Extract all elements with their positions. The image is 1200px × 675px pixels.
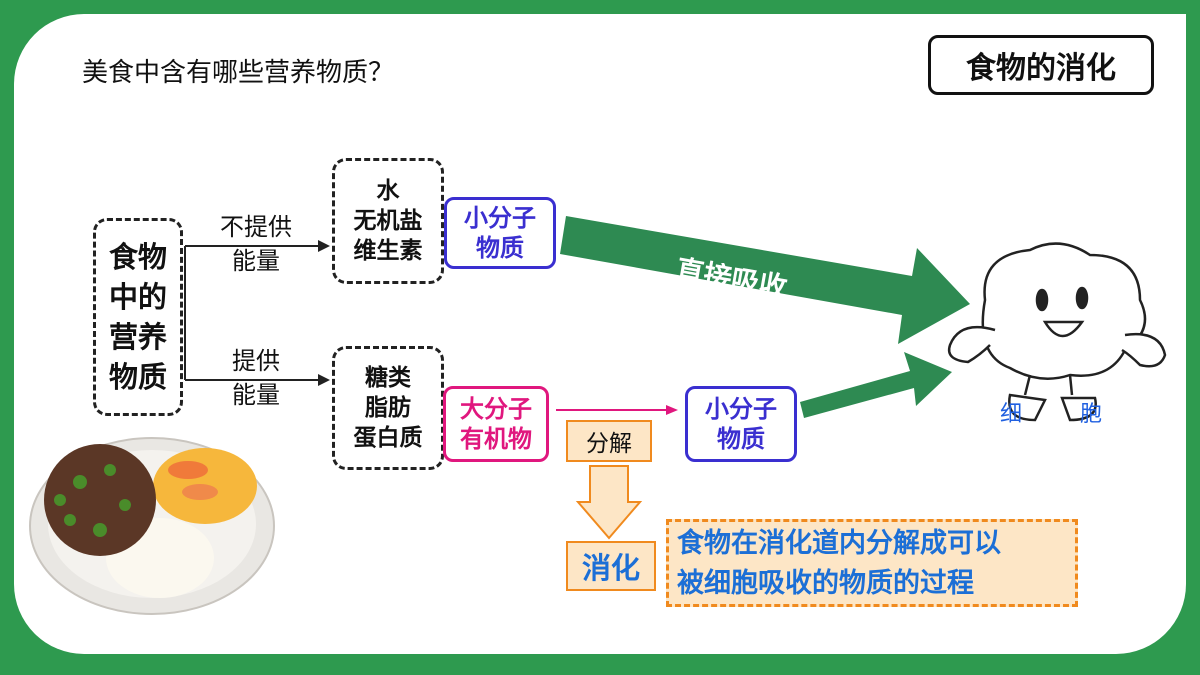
branch-top-label: 不提供 能量 <box>206 210 306 278</box>
digest-down-arrow <box>575 465 643 540</box>
small-molecule-top-line: 物质 <box>476 234 524 262</box>
water-group-item: 水 <box>376 178 400 204</box>
definition-line: 食物在消化道内分解成可以 <box>677 528 1001 559</box>
branch-bottom-line1: 提供 <box>232 347 280 375</box>
sugar-group-box: 糖类 脂肪 蛋白质 <box>332 346 444 470</box>
cell-cartoon-image <box>947 242 1167 422</box>
big-molecule-line: 有机物 <box>460 425 532 453</box>
question-text: 美食中含有哪些营养物质？ <box>82 58 395 88</box>
food-nutrients-box: 食物 中的 营养 物质 <box>93 218 183 416</box>
branch-bottom-label: 提供 能量 <box>206 344 306 412</box>
direct-absorb-arrow <box>560 216 970 344</box>
sugar-group-item: 脂肪 <box>365 395 411 421</box>
sugar-group-item: 蛋白质 <box>353 425 423 451</box>
small-molecule-top-line: 小分子 <box>464 204 536 232</box>
food-nutrients-line: 物质 <box>108 360 167 394</box>
decompose-label: 分解 <box>566 420 652 462</box>
big-molecule-line: 大分子 <box>460 395 532 423</box>
sugar-group-item: 糖类 <box>365 365 411 391</box>
small-molecule-bottom-line: 小分子 <box>705 395 777 423</box>
food-plate-image <box>29 437 275 615</box>
digestion-label: 消化 <box>566 541 656 591</box>
magenta-arrowhead <box>666 405 678 415</box>
arrowhead-bottom <box>318 374 330 386</box>
food-nutrients-line: 营养 <box>108 320 167 354</box>
digestion-definition: 食物在消化道内分解成可以 被细胞吸收的物质的过程 <box>666 519 1078 607</box>
food-nutrients-line: 食物 <box>108 240 167 274</box>
small-molecule-box-bottom: 小分子 物质 <box>685 386 797 462</box>
small-to-cell-arrow <box>800 352 952 418</box>
cell-char-1: 细 <box>1000 402 1023 427</box>
water-group-item: 无机盐 <box>353 208 423 234</box>
big-molecule-box: 大分子 有机物 <box>443 386 549 462</box>
branch-top-line2: 能量 <box>232 247 280 275</box>
cell-char-2: 胞 <box>1080 402 1103 427</box>
page-title: 食物的消化 <box>928 35 1154 95</box>
small-molecule-box-top: 小分子 物质 <box>444 197 556 269</box>
branch-bottom-line2: 能量 <box>232 381 280 409</box>
water-group-item: 维生素 <box>353 238 423 264</box>
definition-line: 被细胞吸收的物质的过程 <box>677 568 974 599</box>
water-group-box: 水 无机盐 维生素 <box>332 158 444 284</box>
small-molecule-bottom-line: 物质 <box>717 425 765 453</box>
branch-top-line1: 不提供 <box>220 213 292 241</box>
food-nutrients-line: 中的 <box>108 280 167 314</box>
arrowhead-top <box>318 240 330 252</box>
